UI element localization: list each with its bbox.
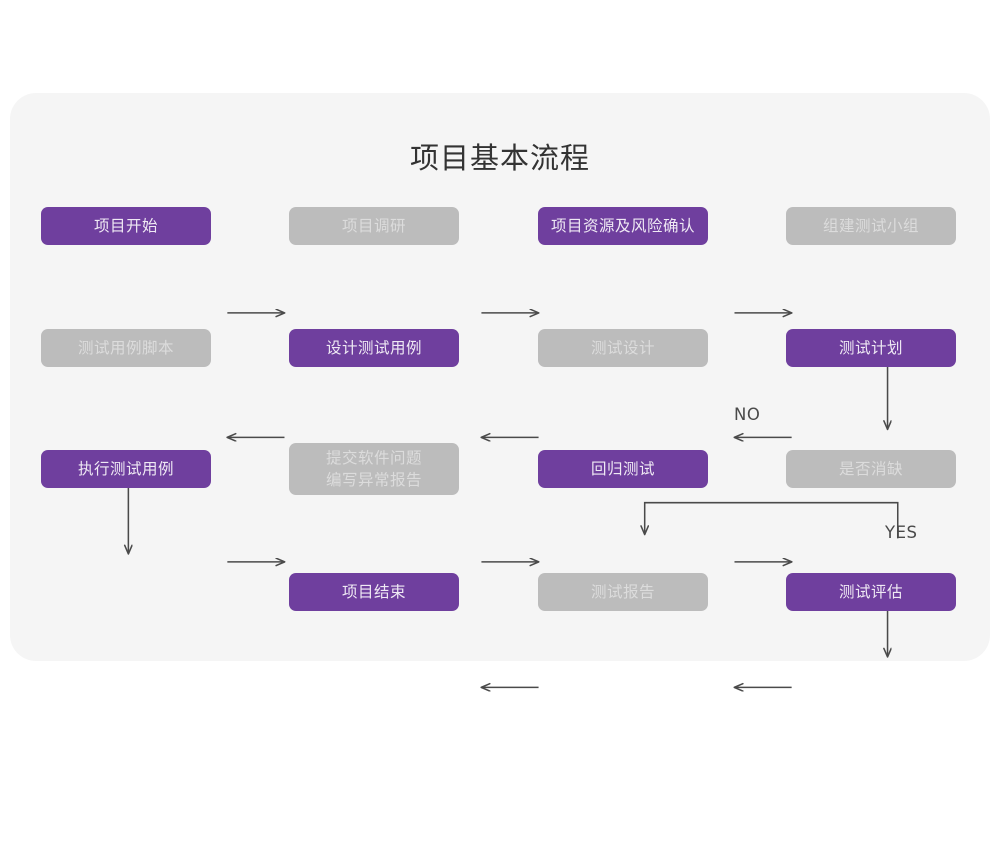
- edge-label-yes: YES: [885, 523, 918, 542]
- node-project-start[interactable]: 项目开始: [41, 207, 211, 245]
- flowchart-page: 项目基本流程: [10, 93, 990, 692]
- node-defects-cleared[interactable]: 是否消缺: [786, 450, 956, 488]
- node-submit-issue-report[interactable]: 提交软件问题 编写异常报告: [289, 443, 459, 495]
- edge-label-no: NO: [734, 405, 761, 424]
- page-title: 项目基本流程: [409, 141, 590, 175]
- node-test-plan[interactable]: 测试计划: [786, 329, 956, 367]
- node-test-evaluation[interactable]: 测试评估: [786, 573, 956, 611]
- flowchart-card: 项目基本流程: [10, 93, 990, 661]
- node-test-design[interactable]: 测试设计: [538, 329, 708, 367]
- node-design-test-case[interactable]: 设计测试用例: [289, 329, 459, 367]
- node-project-end[interactable]: 项目结束: [289, 573, 459, 611]
- arrow-no-loop: [645, 501, 899, 539]
- node-execute-test-case[interactable]: 执行测试用例: [41, 450, 211, 488]
- node-regression-test[interactable]: 回归测试: [538, 450, 708, 488]
- node-test-report[interactable]: 测试报告: [538, 573, 708, 611]
- node-test-case-script[interactable]: 测试用例脚本: [41, 329, 211, 367]
- node-build-test-team[interactable]: 组建测试小组: [786, 207, 956, 245]
- node-project-research[interactable]: 项目调研: [289, 207, 459, 245]
- node-resource-risk-confirm[interactable]: 项目资源及风险确认: [538, 207, 708, 245]
